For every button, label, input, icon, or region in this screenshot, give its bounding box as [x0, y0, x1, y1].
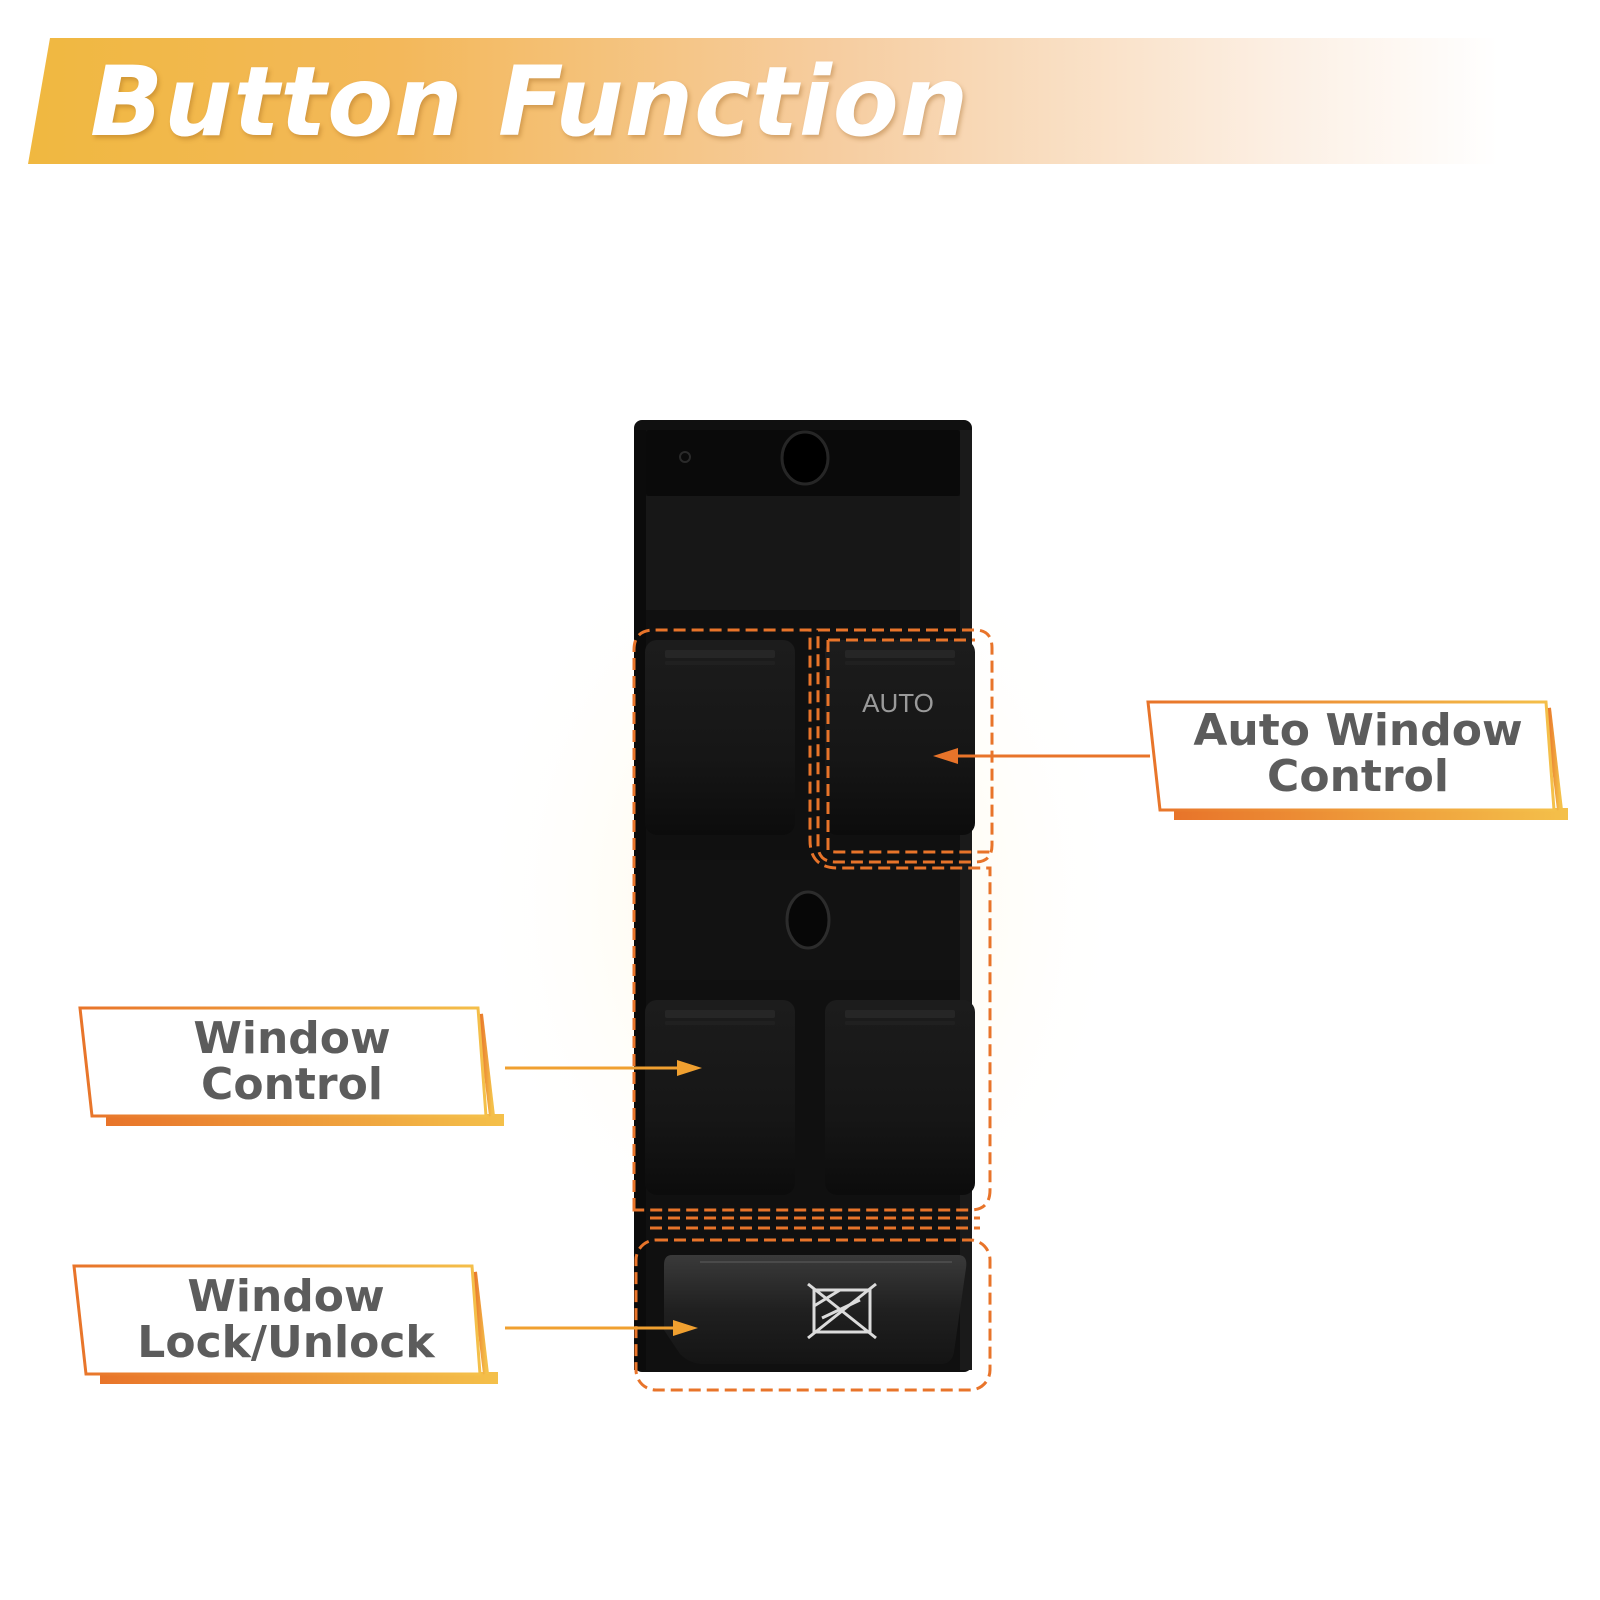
callout-lock-line2: Lock/Unlock: [137, 1317, 435, 1368]
callout-auto-window-control: Auto Window Control: [1146, 698, 1568, 828]
callout-window-control: Window Control: [78, 1004, 504, 1134]
callout-window-line2: Control: [201, 1059, 383, 1110]
callout-auto-line2: Control: [1267, 751, 1449, 802]
auto-label: AUTO: [862, 688, 934, 718]
window-lock-icon: [807, 1282, 877, 1340]
auto-window-control-button[interactable]: AUTO: [825, 640, 975, 835]
callout-window-line1: Window: [193, 1013, 391, 1064]
lock-arrow: [505, 1320, 698, 1336]
window-control-button-rear-right[interactable]: [825, 1000, 975, 1195]
lock-group-outline: [634, 1238, 992, 1392]
callout-frame: [72, 1264, 498, 1384]
auto-window-outline: [816, 628, 994, 864]
auto-arrow: [933, 748, 1150, 764]
header-banner: Button Function: [28, 38, 1498, 164]
callout-lock-line1: Window: [187, 1271, 385, 1322]
page-title: Button Function: [90, 46, 970, 158]
banner-background: [28, 38, 1498, 164]
lock-group-separator: [650, 1216, 980, 1230]
window-control-group-outline: [632, 628, 992, 1212]
window-lock-unlock-button[interactable]: [664, 1255, 967, 1364]
window-arrow: [505, 1060, 702, 1076]
highlight-outlines: [632, 628, 994, 1392]
callout-frame: [1146, 700, 1568, 820]
window-control-button-front-left[interactable]: [645, 640, 795, 835]
window-control-button-rear-left[interactable]: [645, 1000, 795, 1195]
callout-window-lock-unlock: Window Lock/Unlock: [72, 1262, 498, 1392]
arrows: [505, 748, 1150, 1336]
callout-frame: [78, 1006, 504, 1126]
callout-auto-line1: Auto Window: [1193, 705, 1523, 756]
auto-window-inner-outline: [826, 638, 992, 854]
